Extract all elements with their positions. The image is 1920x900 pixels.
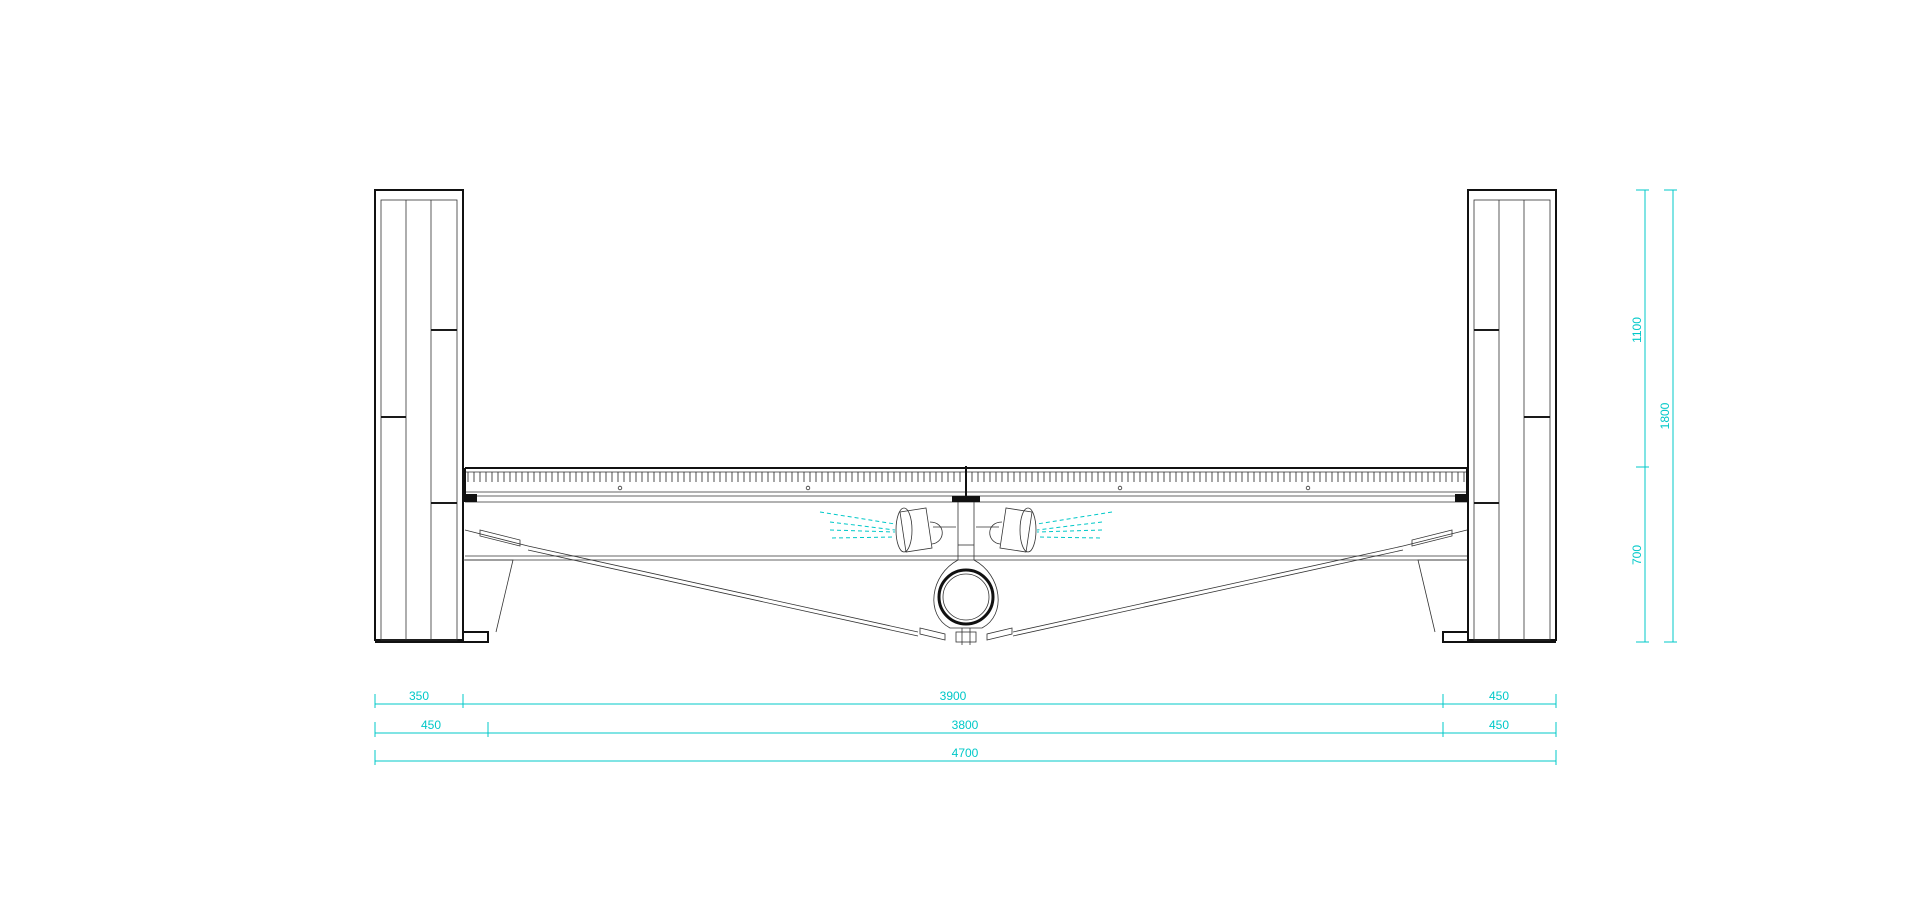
cables bbox=[464, 529, 1468, 641]
dimension-row-1: 350 3900 450 bbox=[374, 689, 1557, 708]
pipe-outer bbox=[937, 568, 995, 626]
dim-vertical-upper: 1100 bbox=[1630, 317, 1644, 343]
deck-brackets bbox=[463, 559, 1468, 633]
dim-row3-total: 4700 bbox=[952, 746, 979, 760]
left-tower bbox=[374, 189, 489, 643]
dim-vertical-lower: 700 bbox=[1630, 545, 1644, 565]
dimension-row-3: 4700 bbox=[374, 746, 1557, 765]
central-hanger bbox=[933, 502, 999, 645]
dimension-vertical-outer: 1800 bbox=[1658, 189, 1677, 643]
left-light bbox=[819, 507, 956, 553]
railing-posts bbox=[467, 472, 1465, 482]
dimension-vertical-inner: 1100 700 bbox=[1630, 189, 1649, 643]
dim-row1-right: 450 bbox=[1489, 689, 1509, 703]
deck bbox=[464, 466, 1468, 561]
dim-row2-center: 3800 bbox=[952, 718, 979, 732]
dim-row2-left: 450 bbox=[421, 718, 441, 732]
right-light bbox=[976, 507, 1113, 553]
dim-row2-right: 450 bbox=[1489, 718, 1509, 732]
dim-row1-left: 350 bbox=[409, 689, 429, 703]
dim-row1-center: 3900 bbox=[940, 689, 967, 703]
dim-vertical-total: 1800 bbox=[1658, 402, 1672, 429]
dimension-row-2: 450 3800 450 bbox=[374, 718, 1557, 737]
right-tower bbox=[1442, 189, 1557, 643]
